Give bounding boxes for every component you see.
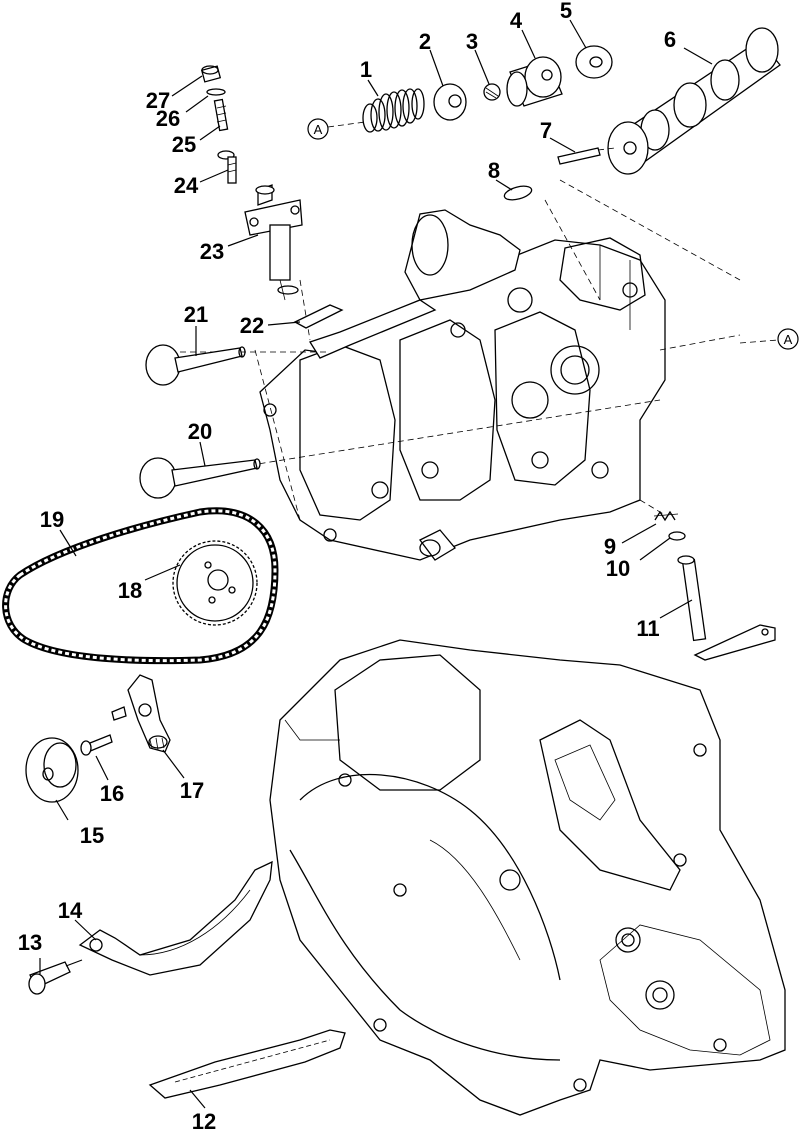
tensioner-bolt-part bbox=[217, 150, 237, 184]
callout-24: 24 bbox=[174, 173, 199, 198]
callout-1: 1 bbox=[360, 57, 372, 82]
callout-26: 26 bbox=[156, 106, 180, 131]
reference-mark-right: A bbox=[739, 328, 799, 350]
dowel-pin-part bbox=[557, 147, 616, 165]
spring-retainer-part bbox=[433, 83, 467, 121]
reference-mark-left: A bbox=[307, 118, 366, 140]
callout-13: 13 bbox=[18, 930, 42, 955]
callout-8: 8 bbox=[488, 158, 500, 183]
svg-text:A: A bbox=[314, 122, 323, 137]
camshaft-part bbox=[607, 27, 781, 175]
callout-18: 18 bbox=[118, 578, 142, 603]
assembly-line bbox=[219, 399, 661, 471]
callout-16: 16 bbox=[100, 781, 124, 806]
callout-20: 20 bbox=[188, 419, 212, 444]
tensioner-plug-part bbox=[213, 98, 229, 132]
exhaust-valve-part bbox=[139, 457, 261, 499]
sealing-washer-part bbox=[206, 88, 226, 96]
callout-3: 3 bbox=[466, 29, 478, 54]
valve-keeper-part bbox=[483, 83, 501, 101]
o-ring-part bbox=[503, 185, 533, 201]
callout-19: 19 bbox=[40, 507, 64, 532]
tappet-part bbox=[506, 56, 563, 107]
tensioner-gasket-part bbox=[293, 304, 344, 329]
shim-part bbox=[575, 45, 613, 79]
callout-21: 21 bbox=[184, 302, 208, 327]
assembly-line bbox=[299, 279, 311, 341]
chain-guide-slider-part bbox=[148, 1029, 346, 1099]
callout-14: 14 bbox=[58, 898, 83, 923]
assembly-line bbox=[544, 199, 601, 301]
idler-bracket-part bbox=[127, 674, 171, 753]
intake-valve-part bbox=[145, 344, 246, 386]
callout-6: 6 bbox=[664, 27, 676, 52]
callout-5: 5 bbox=[560, 0, 572, 23]
callout-2: 2 bbox=[419, 29, 431, 54]
callout-9: 9 bbox=[604, 534, 616, 559]
callout-4: 4 bbox=[510, 8, 523, 33]
small-spring-part bbox=[653, 510, 679, 522]
svg-text:A: A bbox=[784, 332, 793, 347]
assembly-line bbox=[659, 334, 741, 351]
assembly-line bbox=[559, 179, 741, 281]
callout-12: 12 bbox=[192, 1109, 216, 1130]
assembly-line bbox=[639, 499, 666, 516]
callout-17: 17 bbox=[180, 778, 204, 803]
pivot-bolt-part bbox=[28, 959, 83, 995]
pulley-part bbox=[25, 737, 79, 803]
callout-25: 25 bbox=[172, 132, 196, 157]
callout-11: 11 bbox=[636, 616, 659, 641]
callout-22: 22 bbox=[240, 313, 264, 338]
leader-lines bbox=[39, 19, 713, 1109]
lever-shaft-part bbox=[677, 555, 776, 661]
cap-bolt-part bbox=[200, 65, 222, 83]
callout-27: 27 bbox=[146, 88, 170, 113]
cylinder-head-part bbox=[259, 209, 666, 561]
washer-part bbox=[668, 531, 686, 541]
cam-sprocket-part bbox=[172, 540, 258, 626]
flange-bolt-part bbox=[80, 706, 127, 756]
valve-spring-part bbox=[362, 88, 425, 133]
timing-chain-part bbox=[2, 507, 279, 665]
chain-tensioner-part bbox=[244, 184, 303, 301]
callout-7: 7 bbox=[540, 118, 552, 143]
crankcase-part bbox=[269, 639, 786, 1116]
chain-guide-arm-part bbox=[78, 860, 273, 976]
callout-10: 10 bbox=[606, 556, 630, 581]
callout-23: 23 bbox=[200, 239, 224, 264]
callout-15: 15 bbox=[80, 823, 104, 848]
callout-labels: 1 2 3 4 5 6 7 8 9 10 11 12 13 14 15 16 1… bbox=[18, 0, 676, 1130]
